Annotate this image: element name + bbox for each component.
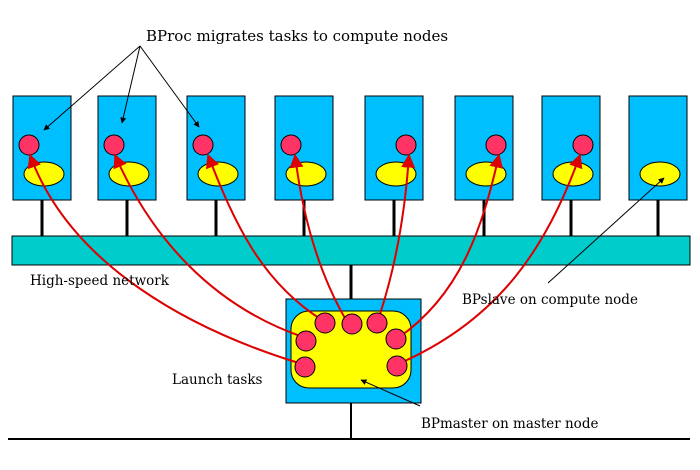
migration-arrow-7 bbox=[397, 153, 583, 365]
migrated-task bbox=[485, 134, 507, 156]
network-label: High-speed network bbox=[30, 273, 170, 289]
migrate-pointer-2 bbox=[120, 45, 141, 124]
master-task bbox=[294, 356, 316, 378]
migration-arrow-3 bbox=[206, 153, 323, 321]
migrated-task bbox=[18, 134, 40, 156]
migrated-task bbox=[192, 134, 214, 156]
migration-arrows bbox=[27, 153, 583, 365]
bpslave-daemon bbox=[23, 161, 65, 187]
master-task bbox=[366, 312, 388, 334]
compute-node bbox=[97, 95, 157, 236]
master-task bbox=[385, 328, 407, 350]
bpslave-daemon bbox=[285, 161, 327, 187]
migrate-label: BProc migrates tasks to compute nodes bbox=[146, 27, 448, 45]
compute-nodes bbox=[12, 95, 688, 236]
compute-node bbox=[186, 95, 246, 236]
migrated-task bbox=[572, 134, 594, 156]
migration-arrow-4 bbox=[289, 153, 347, 321]
migrated-task bbox=[395, 134, 417, 156]
annotation-arrows bbox=[43, 45, 665, 407]
master-tasks bbox=[294, 312, 408, 378]
master-label: BPmaster on master node bbox=[421, 416, 598, 432]
master-task bbox=[341, 313, 363, 335]
master-task bbox=[386, 355, 408, 377]
compute-node bbox=[628, 95, 688, 236]
migration-arrow-1 bbox=[27, 153, 303, 365]
migrated-task bbox=[103, 134, 125, 156]
migration-arrow-6 bbox=[397, 153, 504, 339]
compute-node bbox=[454, 95, 514, 236]
migrate-pointer-1 bbox=[43, 45, 141, 131]
migration-arrow-2 bbox=[113, 153, 304, 338]
compute-node bbox=[364, 95, 424, 236]
bpslave-daemon bbox=[639, 161, 681, 187]
launch-label: Launch tasks bbox=[172, 372, 263, 388]
slave-label: BPslave on compute node bbox=[462, 292, 638, 308]
high-speed-network-bar bbox=[11, 235, 691, 266]
master-task bbox=[314, 312, 336, 334]
migrate-pointer-3 bbox=[139, 45, 200, 128]
migration-arrow-5 bbox=[377, 153, 416, 321]
slave-pointer bbox=[547, 177, 665, 284]
compute-node bbox=[541, 95, 601, 236]
master-pointer bbox=[360, 379, 421, 407]
migrated-task bbox=[280, 134, 302, 156]
compute-node bbox=[274, 95, 334, 236]
bpslave-daemon bbox=[375, 161, 417, 187]
master-task bbox=[295, 330, 317, 352]
bpslave-daemon bbox=[465, 161, 507, 187]
